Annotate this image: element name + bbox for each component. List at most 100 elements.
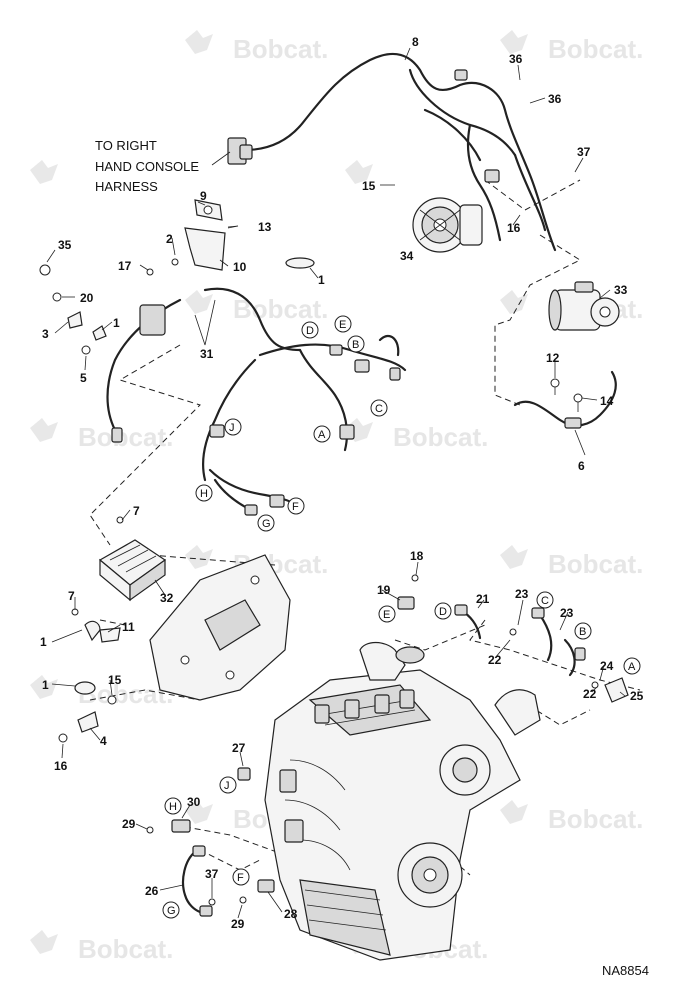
connector-letter-circle: H <box>164 797 182 815</box>
callout-label: 36 <box>509 52 523 66</box>
callout-label: 22 <box>583 687 597 701</box>
svg-text:F: F <box>292 501 299 513</box>
callout-label: 2 <box>166 232 173 246</box>
figure-code: NA8854 <box>602 963 649 978</box>
connector-letter-circle: D <box>301 321 319 339</box>
svg-text:D: D <box>439 606 447 618</box>
callout-label: 18 <box>410 549 424 563</box>
bracket-assembly <box>146 199 239 276</box>
left-harness <box>106 287 302 443</box>
watermark-text: Bobcat. <box>233 34 328 64</box>
callout-label: 36 <box>548 92 562 106</box>
watermark-text: Bobcat. <box>548 34 643 64</box>
svg-text:C: C <box>375 403 383 415</box>
connector-plug-icon <box>484 169 500 183</box>
connector-letter-circle: E <box>378 605 396 623</box>
callout-label: 13 <box>258 220 272 234</box>
callout-label: 23 <box>515 587 529 601</box>
svg-text:B: B <box>579 626 586 638</box>
note-line-1: TO RIGHT <box>95 138 157 153</box>
callout-label: 33 <box>614 283 628 297</box>
callout-label: 14 <box>600 394 614 408</box>
svg-text:J: J <box>229 422 235 434</box>
connector-letter-circle: G <box>257 514 275 532</box>
harness-note: TO RIGHT HAND CONSOLE HARNESS <box>95 138 231 194</box>
svg-text:E: E <box>339 319 346 331</box>
connector-letter-circle: E <box>334 315 352 333</box>
watermark-text: Bobcat. <box>233 294 328 324</box>
watermark-logo-icon <box>185 545 213 569</box>
callout-label: 6 <box>578 459 585 473</box>
callout-label: 19 <box>377 583 391 597</box>
watermark-text: Bobcat. <box>548 549 643 579</box>
svg-text:G: G <box>167 905 176 917</box>
callout-label: 29 <box>231 917 245 931</box>
callout-numbers: 8 36 36 37 15 16 34 33 9 13 2 10 17 1 35… <box>40 35 644 931</box>
note-line-3: HARNESS <box>95 179 158 194</box>
watermark-text: Bobcat. <box>78 934 173 964</box>
watermark-text: Bobcat. <box>78 422 173 452</box>
callout-label: 28 <box>284 907 298 921</box>
callout-label: 15 <box>108 673 122 687</box>
svg-text:H: H <box>169 801 177 813</box>
callout-label: 25 <box>630 689 644 703</box>
svg-text:J: J <box>224 780 230 792</box>
callout-label: 1 <box>40 635 47 649</box>
watermark-logo-icon <box>30 160 58 184</box>
callout-label: 20 <box>80 291 94 305</box>
callout-label: 22 <box>488 653 502 667</box>
svg-text:C: C <box>541 595 549 607</box>
sensors-upper <box>397 574 629 703</box>
watermark-text: Bobcat. <box>393 422 488 452</box>
callout-label: 10 <box>233 260 247 274</box>
callout-label: 1 <box>113 316 120 330</box>
svg-text:H: H <box>200 488 208 500</box>
callout-label: 26 <box>145 884 159 898</box>
connector-letter-circle: F <box>232 868 250 886</box>
connector-letters: D E B C A J H G F E D C B A J H F G <box>162 315 641 919</box>
callout-label: 16 <box>54 759 68 773</box>
alternator-part <box>412 197 483 253</box>
svg-text:A: A <box>318 429 326 441</box>
watermark-layer: Bobcat. Bobcat. Bobcat. Bobcat. Bobcat. … <box>30 30 643 964</box>
ecu-module-part <box>98 539 167 602</box>
callout-label: 24 <box>600 659 614 673</box>
callout-label: 15 <box>362 179 376 193</box>
watermark-text: Bobcat. <box>78 679 173 709</box>
watermark-logo-icon <box>345 160 373 184</box>
callout-label: 34 <box>400 249 414 263</box>
watermark-logo-icon <box>185 30 213 54</box>
callout-label: 21 <box>476 592 490 606</box>
connector-letter-circle: H <box>195 484 213 502</box>
engine-harness <box>201 334 407 516</box>
upper-harness <box>227 52 557 252</box>
connector-letter-circle: B <box>574 622 592 640</box>
mounting-plate-part <box>149 554 291 701</box>
connector-letter-circle: D <box>434 602 452 620</box>
svg-text:E: E <box>383 609 390 621</box>
callout-label: 1 <box>42 678 49 692</box>
connector-plug-icon <box>139 304 166 336</box>
callout-label: 23 <box>560 606 574 620</box>
cable-tie-part <box>285 257 315 269</box>
svg-text:B: B <box>352 339 359 351</box>
callout-label: 8 <box>412 35 419 49</box>
connector-letter-circle: J <box>219 776 237 794</box>
callout-label: 5 <box>80 371 87 385</box>
connector-letter-circle: A <box>313 425 331 443</box>
callout-label: 9 <box>200 189 207 203</box>
callout-label: 32 <box>160 591 174 605</box>
connector-plug-icon <box>239 144 253 160</box>
callout-label: 31 <box>200 347 214 361</box>
callout-label: 4 <box>100 734 107 748</box>
watermark-logo-icon <box>500 290 528 314</box>
watermark-logo-icon <box>185 800 213 824</box>
clamp-parts <box>39 264 124 743</box>
callout-label: 29 <box>122 817 136 831</box>
callout-label: 37 <box>205 867 219 881</box>
svg-text:G: G <box>262 518 271 530</box>
callout-label: 16 <box>507 221 521 235</box>
watermark-logo-icon <box>30 930 58 954</box>
callout-label: 30 <box>187 795 201 809</box>
